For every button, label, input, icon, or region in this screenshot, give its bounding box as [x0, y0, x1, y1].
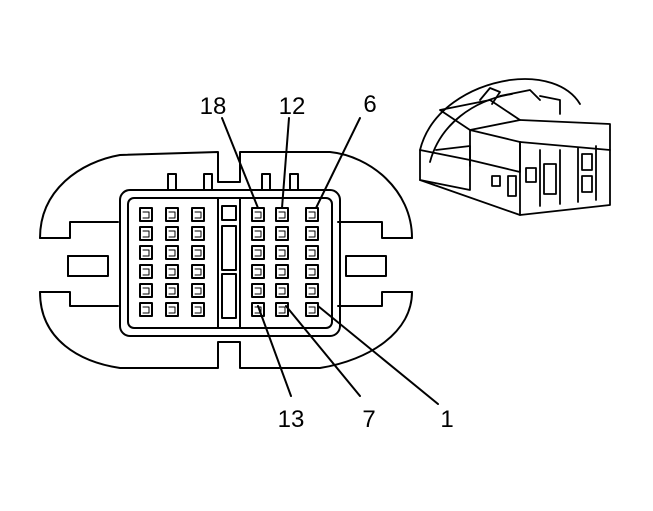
- cavity-right-r2c1: [251, 226, 265, 241]
- cavity-left-r1c1: [139, 207, 153, 222]
- cavity-left-r2c3-terminal: [194, 230, 202, 238]
- cavity-right-r3c3-terminal: [308, 249, 316, 257]
- cavity-right-r6c2-terminal: [278, 306, 286, 314]
- cavity-right-r3c2-terminal: [278, 249, 286, 257]
- cavity-right-r6c2: [275, 302, 289, 317]
- cavity-left-r4c2-terminal: [168, 268, 176, 276]
- cavity-left-r5c3-terminal: [194, 287, 202, 295]
- cavity-right-r6c3-terminal: [308, 306, 316, 314]
- pin-label-12: 12: [278, 93, 306, 120]
- cavity-right-r4c3: [305, 264, 319, 279]
- cavity-right-r5c2: [275, 283, 289, 298]
- cavity-right-r1c1: [251, 207, 265, 222]
- leader-line-12: [281, 117, 290, 209]
- pin-label-1: 1: [440, 406, 454, 433]
- cavity-left-r2c2: [165, 226, 179, 241]
- cavity-left-r1c2-terminal: [168, 211, 176, 219]
- leader-line-1: [317, 305, 439, 405]
- cavity-left-r4c1-terminal: [142, 268, 150, 276]
- cavity-right-r1c1-terminal: [254, 211, 262, 219]
- cavity-right-r2c1-terminal: [254, 230, 262, 238]
- cavity-left-r4c1: [139, 264, 153, 279]
- cavity-left-r6c1-terminal: [142, 306, 150, 314]
- cavity-left-r2c2-terminal: [168, 230, 176, 238]
- cavity-grid: [139, 207, 319, 317]
- pin-label-7: 7: [362, 406, 376, 433]
- cavity-left-r5c1: [139, 283, 153, 298]
- pin-label-18: 18: [199, 93, 227, 120]
- cavity-right-r4c1: [251, 264, 265, 279]
- cavity-left-r3c2: [165, 245, 179, 260]
- cavity-left-r5c2: [165, 283, 179, 298]
- cavity-left-r1c1-terminal: [142, 211, 150, 219]
- cavity-left-r6c1: [139, 302, 153, 317]
- cavity-left-r2c1: [139, 226, 153, 241]
- cavity-left-r5c3: [191, 283, 205, 298]
- pin-label-6: 6: [363, 91, 377, 118]
- leader-line-13: [257, 305, 292, 397]
- cavity-right-r3c1: [251, 245, 265, 260]
- cavity-right-r4c3-terminal: [308, 268, 316, 276]
- cavity-left-r6c2-terminal: [168, 306, 176, 314]
- cavity-left-r2c3: [191, 226, 205, 241]
- cavity-right-r3c2: [275, 245, 289, 260]
- cavity-right-r2c3-terminal: [308, 230, 316, 238]
- cavity-right-r2c2-terminal: [278, 230, 286, 238]
- leader-line-6: [315, 117, 361, 209]
- cavity-right-r2c3: [305, 226, 319, 241]
- cavity-right-r3c3: [305, 245, 319, 260]
- cavity-right-r3c1-terminal: [254, 249, 262, 257]
- cavity-left-r1c3: [191, 207, 205, 222]
- cavity-right-r5c3: [305, 283, 319, 298]
- cavity-left-r3c2-terminal: [168, 249, 176, 257]
- cavity-left-r6c3-terminal: [194, 306, 202, 314]
- cavity-left-r3c1: [139, 245, 153, 260]
- cavity-right-r5c1: [251, 283, 265, 298]
- connector-isometric-view: [419, 78, 611, 216]
- cavity-right-r5c3-terminal: [308, 287, 316, 295]
- cavity-right-r2c2: [275, 226, 289, 241]
- cavity-right-r5c1-terminal: [254, 287, 262, 295]
- cavity-right-r1c2: [275, 207, 289, 222]
- cavity-right-r5c2-terminal: [278, 287, 286, 295]
- cavity-left-r3c3: [191, 245, 205, 260]
- cavity-left-r1c2: [165, 207, 179, 222]
- cavity-left-r5c1-terminal: [142, 287, 150, 295]
- cavity-left-r3c3-terminal: [194, 249, 202, 257]
- cavity-right-r4c1-terminal: [254, 268, 262, 276]
- cavity-right-r6c1: [251, 302, 265, 317]
- leader-line-18: [221, 117, 259, 209]
- leader-line-7: [285, 305, 361, 397]
- cavity-right-r6c3: [305, 302, 319, 317]
- cavity-right-r1c3: [305, 207, 319, 222]
- leader-lines: [221, 117, 439, 405]
- cavity-right-r4c2: [275, 264, 289, 279]
- cavity-left-r4c2: [165, 264, 179, 279]
- cavity-left-r3c1-terminal: [142, 249, 150, 257]
- cavity-left-r4c3: [191, 264, 205, 279]
- cavity-right-r1c3-terminal: [308, 211, 316, 219]
- cavity-left-r6c3: [191, 302, 205, 317]
- pin-label-13: 13: [277, 406, 305, 433]
- cavity-left-r5c2-terminal: [168, 287, 176, 295]
- cavity-left-r4c3-terminal: [194, 268, 202, 276]
- cavity-right-r4c2-terminal: [278, 268, 286, 276]
- cavity-left-r6c2: [165, 302, 179, 317]
- cavity-left-r2c1-terminal: [142, 230, 150, 238]
- cavity-right-r1c2-terminal: [278, 211, 286, 219]
- cavity-left-r1c3-terminal: [194, 211, 202, 219]
- terminal-cavity-block: [119, 189, 341, 337]
